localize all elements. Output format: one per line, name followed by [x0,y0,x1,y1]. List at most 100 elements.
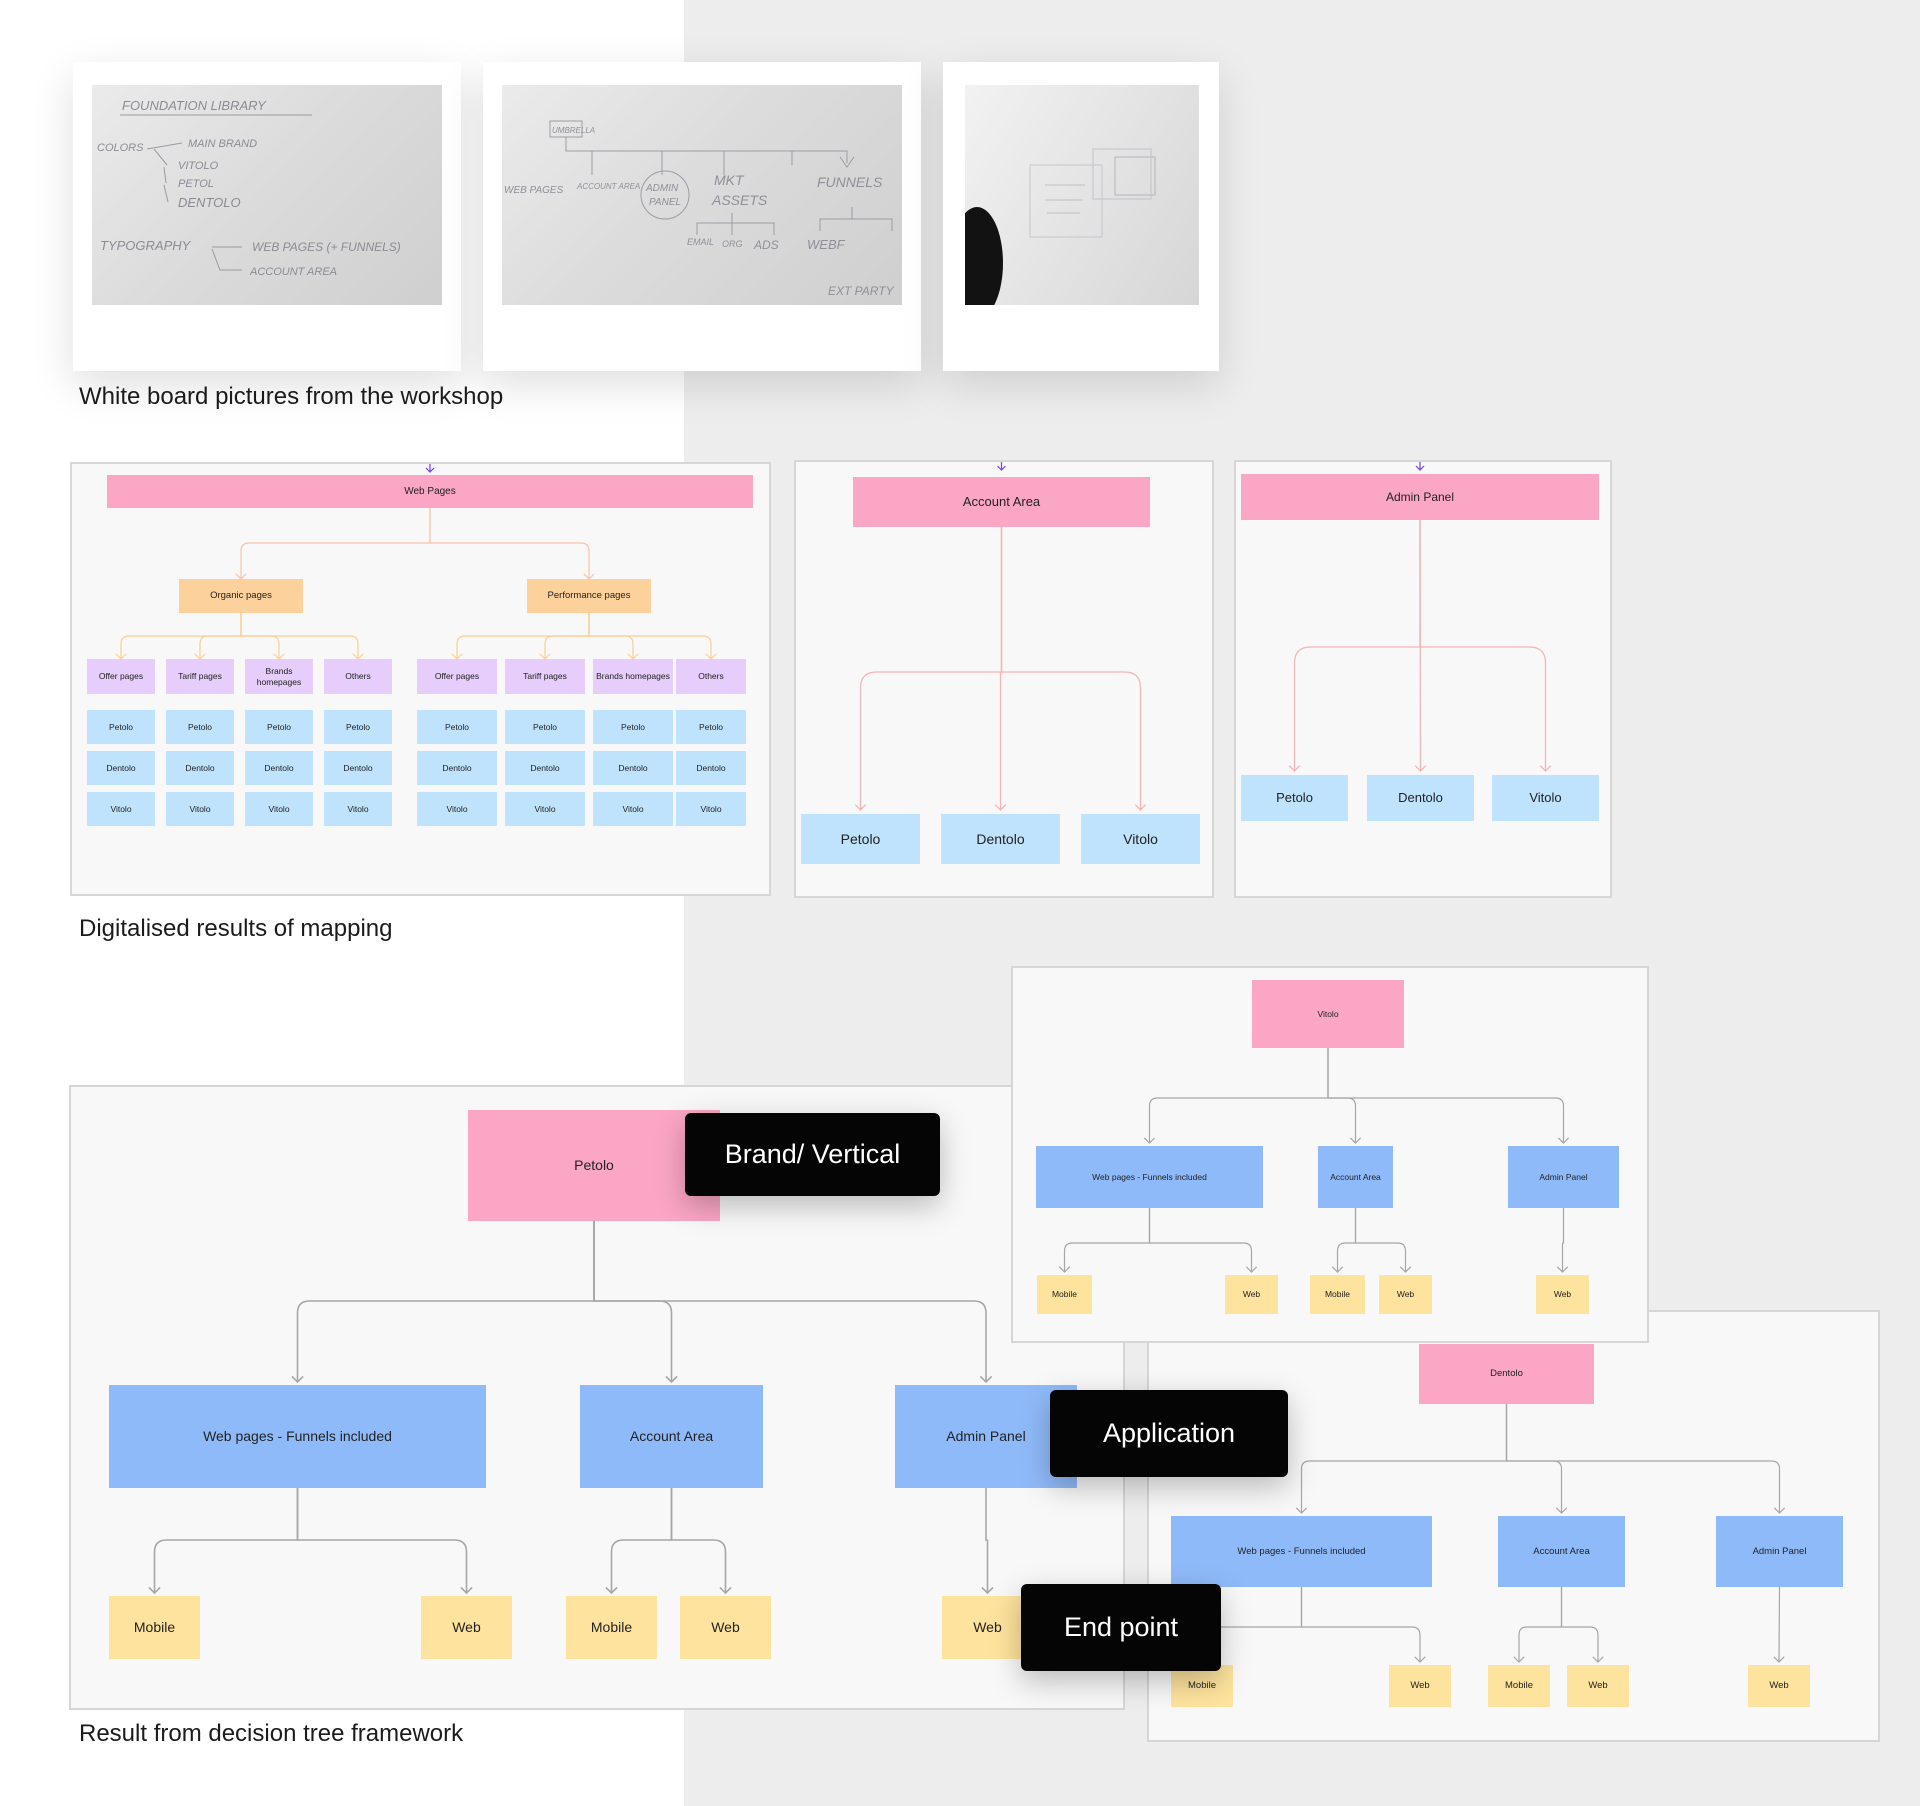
whiteboard-caption: White board pictures from the workshop [79,383,504,410]
conn-root-app-0 [296,1221,595,1382]
conn-app-end-0 [153,1488,299,1593]
type-0-0: Offer pages [87,659,155,694]
type-0-3: Others [324,659,392,694]
whiteboard-sketch-2: UMBRELLA WEB PAGES ACCOUNT AREA ADMIN PA… [504,120,895,298]
whiteboard-photo-1: FOUNDATION LIBRARY COLORS MAIN BRAND VIT… [92,85,442,305]
wb1-dentolo: DENTOLO [178,195,241,210]
web-pages-root: Web Pages [107,475,753,508]
conn-app-end-2 [610,1488,673,1593]
conn-app-end-4 [1778,1586,1781,1663]
conn-root-app-0 [1300,1404,1508,1513]
entry-arrow [997,462,1006,471]
brand-1-1-2: Vitolo [505,792,585,826]
brand-1-2-1: Dentolo [593,751,673,785]
wb2-web-pages: WEB PAGES [504,185,564,196]
decision-caption: Result from decision tree framework [79,1720,464,1747]
brand-0-3-0: Petolo [324,710,392,744]
conn-app-end-3 [1560,1587,1599,1662]
mapping-caption: Digitalised results of mapping [79,915,393,942]
tree-app-2: Admin Panel [895,1385,1077,1488]
tree-root: Vitolo [1252,980,1404,1048]
conn-root-app-2-arrowhead [1557,1137,1570,1144]
tree-endpoint-2: Mobile [566,1596,657,1659]
conn-root-app-2 [1505,1404,1781,1513]
mapping-root: Account Area [853,477,1150,527]
brand-0-1-1: Dentolo [166,751,234,785]
wb1-main-brand: MAIN BRAND [188,138,257,150]
conn-app-end-1-arrowhead [460,1586,473,1595]
whiteboard-photo-3 [965,85,1199,305]
conn-root-group-0 [240,508,431,579]
wb2-mkt: MKT [714,172,745,188]
tree-app-0: Web pages - Funnels included [109,1385,486,1488]
brand-1-3-2: Vitolo [676,792,746,826]
tree-endpoint-1: Web [1225,1275,1278,1314]
connector-lines [1058,1048,1570,1273]
tree-endpoint-1: Web [421,1596,512,1659]
conn-app-end-2-arrowhead [1513,1656,1525,1663]
type-1-0: Offer pages [417,659,497,694]
type-1-3: Others [676,659,746,694]
conn-app-end-3-arrowhead [1399,1266,1412,1273]
tree-endpoint-0: Mobile [1171,1665,1233,1707]
whiteboard-polaroid-3 [943,62,1219,371]
brand-1-0-2: Vitolo [417,792,497,826]
conn-root-app-2-arrowhead [1773,1507,1786,1514]
wb2-account-area: ACCOUNT AREA [576,182,640,191]
brand-0-0-1: Dentolo [87,751,155,785]
brand-0-0-2: Vitolo [87,792,155,826]
connector-lines [115,464,717,660]
conn-root-app-2 [1327,1048,1565,1143]
brand-1-0-1: Dentolo [417,751,497,785]
brand-1-1-0: Petolo [505,710,585,744]
type-1-1: Tariff pages [505,659,585,694]
conn-group0-type3 [240,613,359,659]
type-0-2: Brands homepages [245,659,313,694]
type-1-2: Brands homepages [593,659,673,694]
conn-app-end-2-arrowhead [605,1586,618,1595]
tree-endpoint-3: Web [680,1596,771,1659]
conn-root-app-2-arrowhead [979,1375,993,1384]
conn-leaf-0 [859,527,1003,810]
brand-1-2-0: Petolo [593,710,673,744]
tree-endpoint-2: Mobile [1310,1275,1365,1314]
conn-app-end-2 [1336,1208,1357,1272]
tree-app-1: Account Area [1318,1146,1393,1208]
conn-app-end-1-arrowhead [1245,1266,1258,1273]
wb2-ads: ADS [753,238,779,252]
mapping-leaf-1: Dentolo [1367,775,1474,821]
wb2-umbrella: UMBRELLA [552,126,595,135]
conn-app-end-1 [296,1488,468,1593]
brand-vertical-tag: Brand/ Vertical [685,1113,940,1196]
wb1-web-pages: WEB PAGES (+ FUNNELS) [252,240,401,254]
conn-root-app-0-arrowhead [1295,1507,1308,1514]
connector-lines [1288,462,1552,772]
wb1-account-area: ACCOUNT AREA [249,266,337,278]
wb2-org: ORG [722,239,743,249]
conn-app-end-4-arrowhead [981,1586,994,1595]
mapping-leaf-0: Petolo [1241,775,1348,821]
conn-app-end-4-arrowhead [1556,1266,1569,1273]
connector-lines [148,1221,994,1595]
conn-app-end-3 [1354,1208,1407,1272]
mapping-leaf-1: Dentolo [941,814,1060,864]
tree-endpoint-1: Web [1389,1665,1451,1707]
wb2-webf: WEBF [807,237,846,252]
brand-0-2-1: Dentolo [245,751,313,785]
conn-leaf-0 [1293,520,1421,771]
conn-root-app-1-arrowhead [1555,1507,1568,1514]
whiteboard-sketch-3 [965,148,1156,305]
brand-1-1-1: Dentolo [505,751,585,785]
conn-group1-type1 [544,613,590,659]
whiteboard-sketch-1: FOUNDATION LIBRARY COLORS MAIN BRAND VIT… [97,98,401,278]
wb2-email: EMAIL [687,237,714,247]
conn-leaf-0-arrowhead [1288,765,1301,772]
conn-app-end-3-arrowhead [719,1586,732,1595]
wb2-funnels: FUNNELS [817,174,883,190]
tree-app-0: Web pages - Funnels included [1036,1146,1263,1208]
brand-0-1-0: Petolo [166,710,234,744]
